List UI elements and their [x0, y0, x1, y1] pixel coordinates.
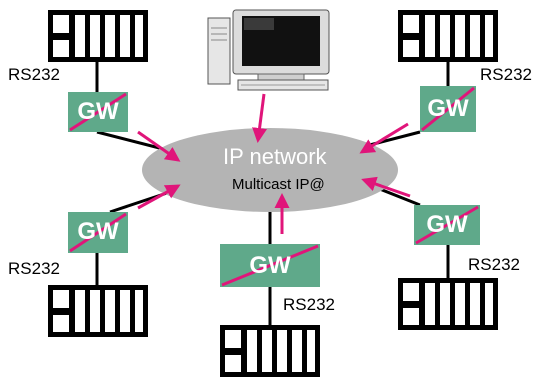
gateway-label-top-right: GW [427, 95, 469, 122]
multicast-arrows [137, 93, 411, 234]
serial-label-top-right: RS232 [480, 65, 532, 84]
arrow-icon [252, 93, 267, 143]
arrow-icon [359, 122, 409, 154]
gateway-box [414, 205, 480, 245]
serial-label-bottom-center: RS232 [283, 295, 335, 314]
gateway-box [68, 92, 128, 132]
arrow-icon [361, 176, 411, 198]
serial-label-bottom-left: RS232 [8, 259, 60, 278]
gateway-box [420, 86, 476, 132]
gateway-box [68, 212, 128, 253]
gateway-label-top-left: GW [77, 98, 119, 125]
network-title: IP network [223, 144, 327, 169]
gateway-label-bottom-left: GW [77, 218, 119, 245]
ip-network-cloud [142, 128, 398, 212]
gateway-box [220, 244, 320, 287]
rack-device-icon [220, 325, 320, 377]
network-subtitle: Multicast IP@ [232, 176, 325, 193]
rack-device-icon [48, 10, 148, 62]
arrow-icon [137, 130, 181, 162]
rack-device-icon [398, 278, 498, 330]
serial-label-bottom-right: RS232 [468, 255, 520, 274]
gateway-label-bottom-center: GW [249, 252, 291, 279]
rack-device-icon [48, 285, 148, 337]
desktop-computer-icon [207, 9, 330, 91]
gateway-label-bottom-right: GW [426, 211, 468, 238]
rack-device-icon [398, 10, 498, 62]
arrow-icon [137, 184, 181, 210]
serial-label-top-left: RS232 [8, 65, 60, 84]
